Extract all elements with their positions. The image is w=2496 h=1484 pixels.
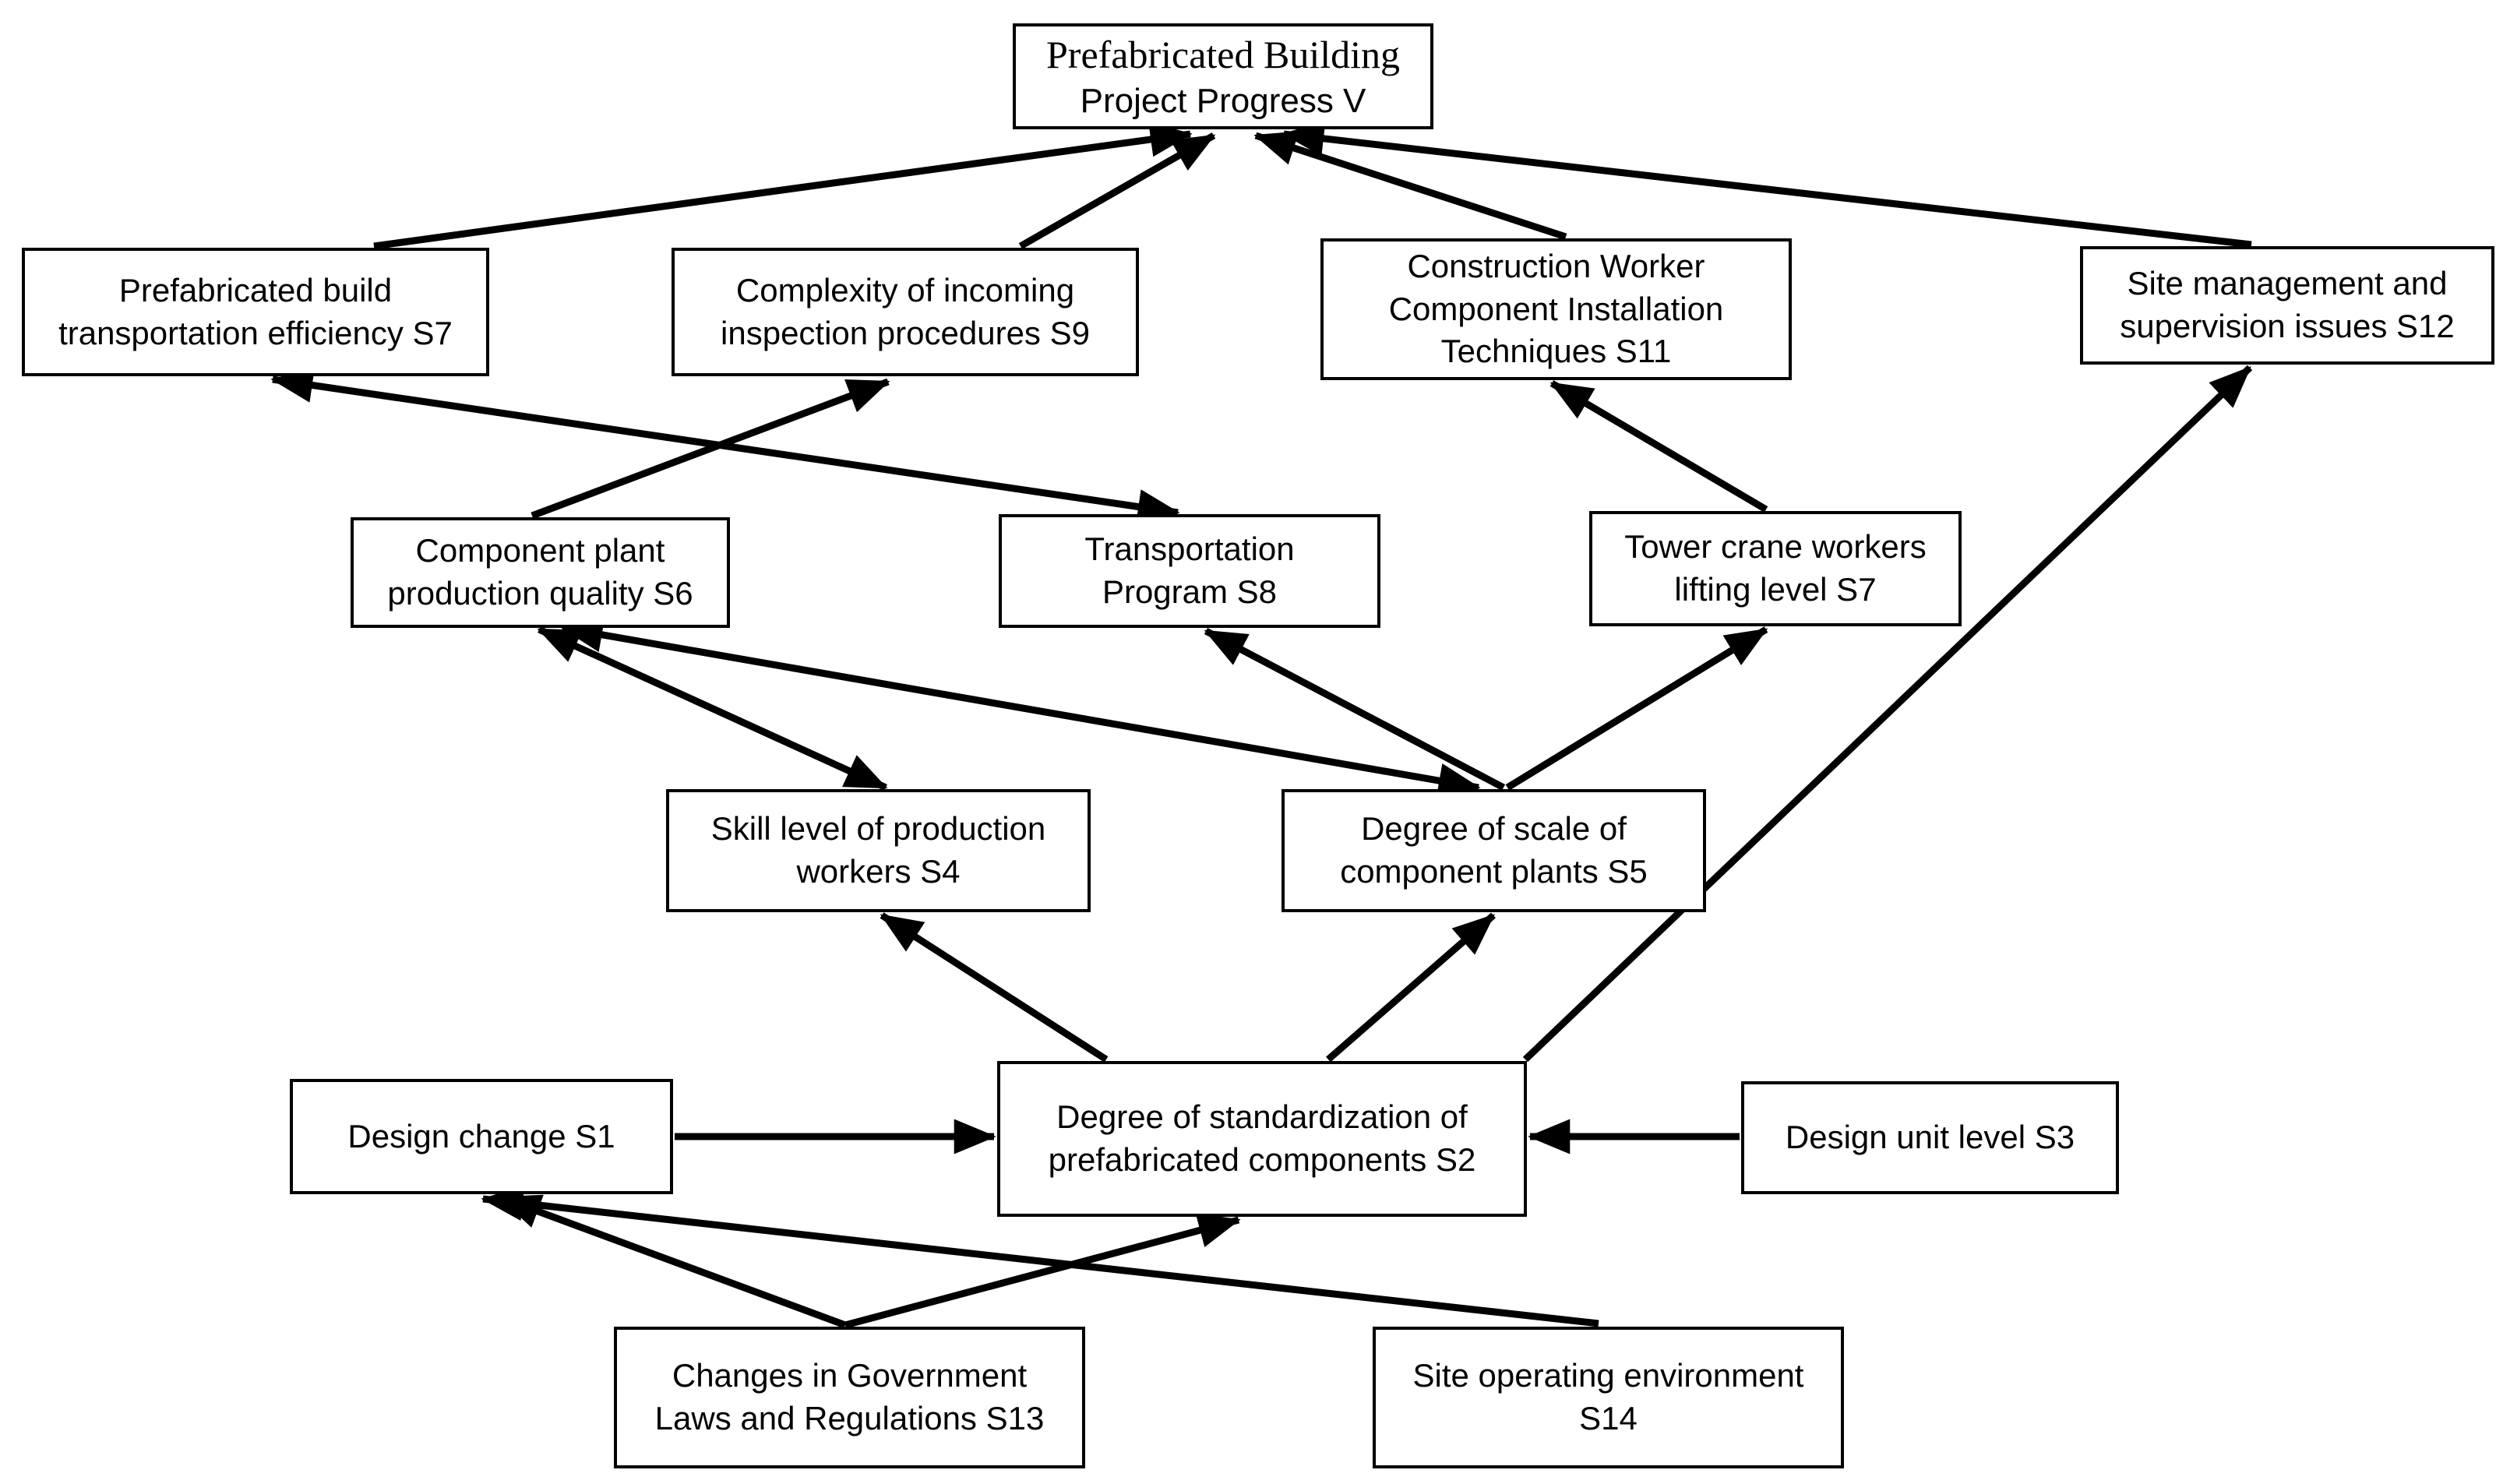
- arrow-s5-degree-of-scale-to-s7-tower-crane: [1505, 626, 1768, 791]
- node-label: Degree of scale of component plants S5: [1340, 810, 1648, 890]
- arrow-s5-degree-of-scale-to-s8-transportation-program: [1204, 628, 1506, 791]
- arrow-s2-standardization-to-s5-degree-of-scale: [1326, 912, 1496, 1063]
- root-title-line1: Prefabricated Building: [1045, 33, 1401, 77]
- node-s4-skill-level: Skill level of production workers S4: [666, 789, 1091, 912]
- node-s12-site-management: Site management and supervision issues S…: [2080, 246, 2494, 365]
- node-label: Skill level of production workers S4: [710, 810, 1046, 890]
- node-s11-installation-techniques: Construction Worker Component Installati…: [1320, 238, 1792, 380]
- arrow-s14-site-environment-to-s1-design-change: [481, 1186, 1599, 1327]
- arrow-s7-tower-crane-to-s11-installation-techniques: [1549, 380, 1768, 513]
- node-label: Construction Worker Component Installati…: [1388, 248, 1724, 370]
- node-label: Changes in Government Laws and Regulatio…: [654, 1357, 1045, 1436]
- arrow-s2-standardization-to-s4-skill-level: [880, 912, 1109, 1063]
- arrow-s7-transport-efficiency-to-project-progress-v: [373, 122, 1193, 250]
- node-label: Transportation Program S8: [1084, 531, 1295, 610]
- node-s1-design-change: Design change S1: [290, 1079, 673, 1194]
- node-label: Site operating environment S14: [1412, 1357, 1804, 1436]
- node-label: Prefabricated build transportation effic…: [58, 271, 453, 351]
- node-s14-site-environment: Site operating environment S14: [1373, 1327, 1844, 1468]
- arrow-s9-incoming-inspection-to-project-progress-v: [1018, 132, 1216, 249]
- node-s7-tower-crane: Tower crane workers lifting level S7: [1589, 511, 1962, 626]
- node-label: Site management and supervision issues S…: [2120, 265, 2455, 344]
- node-s3-design-unit-level: Design unit level S3: [1741, 1081, 2119, 1194]
- arrow-s2-standardization-to-s12-site-management: [1522, 365, 2253, 1063]
- node-label: Component plant production quality S6: [387, 532, 693, 612]
- node-s5-degree-of-scale: Degree of scale of component plants S5: [1281, 789, 1706, 912]
- node-s13-laws-regulations: Changes in Government Laws and Regulatio…: [614, 1327, 1085, 1468]
- node-s2-standardization: Degree of standardization of prefabricat…: [997, 1061, 1527, 1217]
- arrow-s13-laws-regulations-to-s1-design-change: [498, 1193, 847, 1329]
- node-s8-transportation-program: Transportation Program S8: [999, 514, 1380, 628]
- node-s6-production-quality: Component plant production quality S6: [351, 517, 730, 628]
- arrow-s6-production-quality-to-s9-incoming-inspection: [531, 378, 890, 520]
- arrow-s12-site-management-to-project-progress-v: [1281, 121, 2252, 249]
- arrow-s13-laws-regulations-to-s2-standardization: [844, 1213, 1241, 1329]
- node-label: Design unit level S3: [1785, 1119, 2075, 1156]
- node-s9-incoming-inspection: Complexity of incoming inspection proced…: [672, 248, 1139, 376]
- node-label: Tower crane workers lifting level S7: [1624, 528, 1927, 608]
- arrow-s5-degree-of-scale-to-s6-production-quality: [560, 617, 1481, 798]
- arrow-s8-transportation-program-to-s7-transport-efficiency: [270, 368, 1180, 524]
- node-project-progress-v: Prefabricated Building Project Progress …: [1013, 23, 1433, 129]
- node-s7-transport-efficiency: Prefabricated build transportation effic…: [22, 248, 489, 376]
- node-label: Complexity of incoming inspection proced…: [721, 271, 1090, 351]
- node-label: Design change S1: [347, 1117, 615, 1154]
- root-title-line2: Project Progress V: [1080, 81, 1366, 120]
- node-label: Degree of standardization of prefabricat…: [1048, 1098, 1476, 1178]
